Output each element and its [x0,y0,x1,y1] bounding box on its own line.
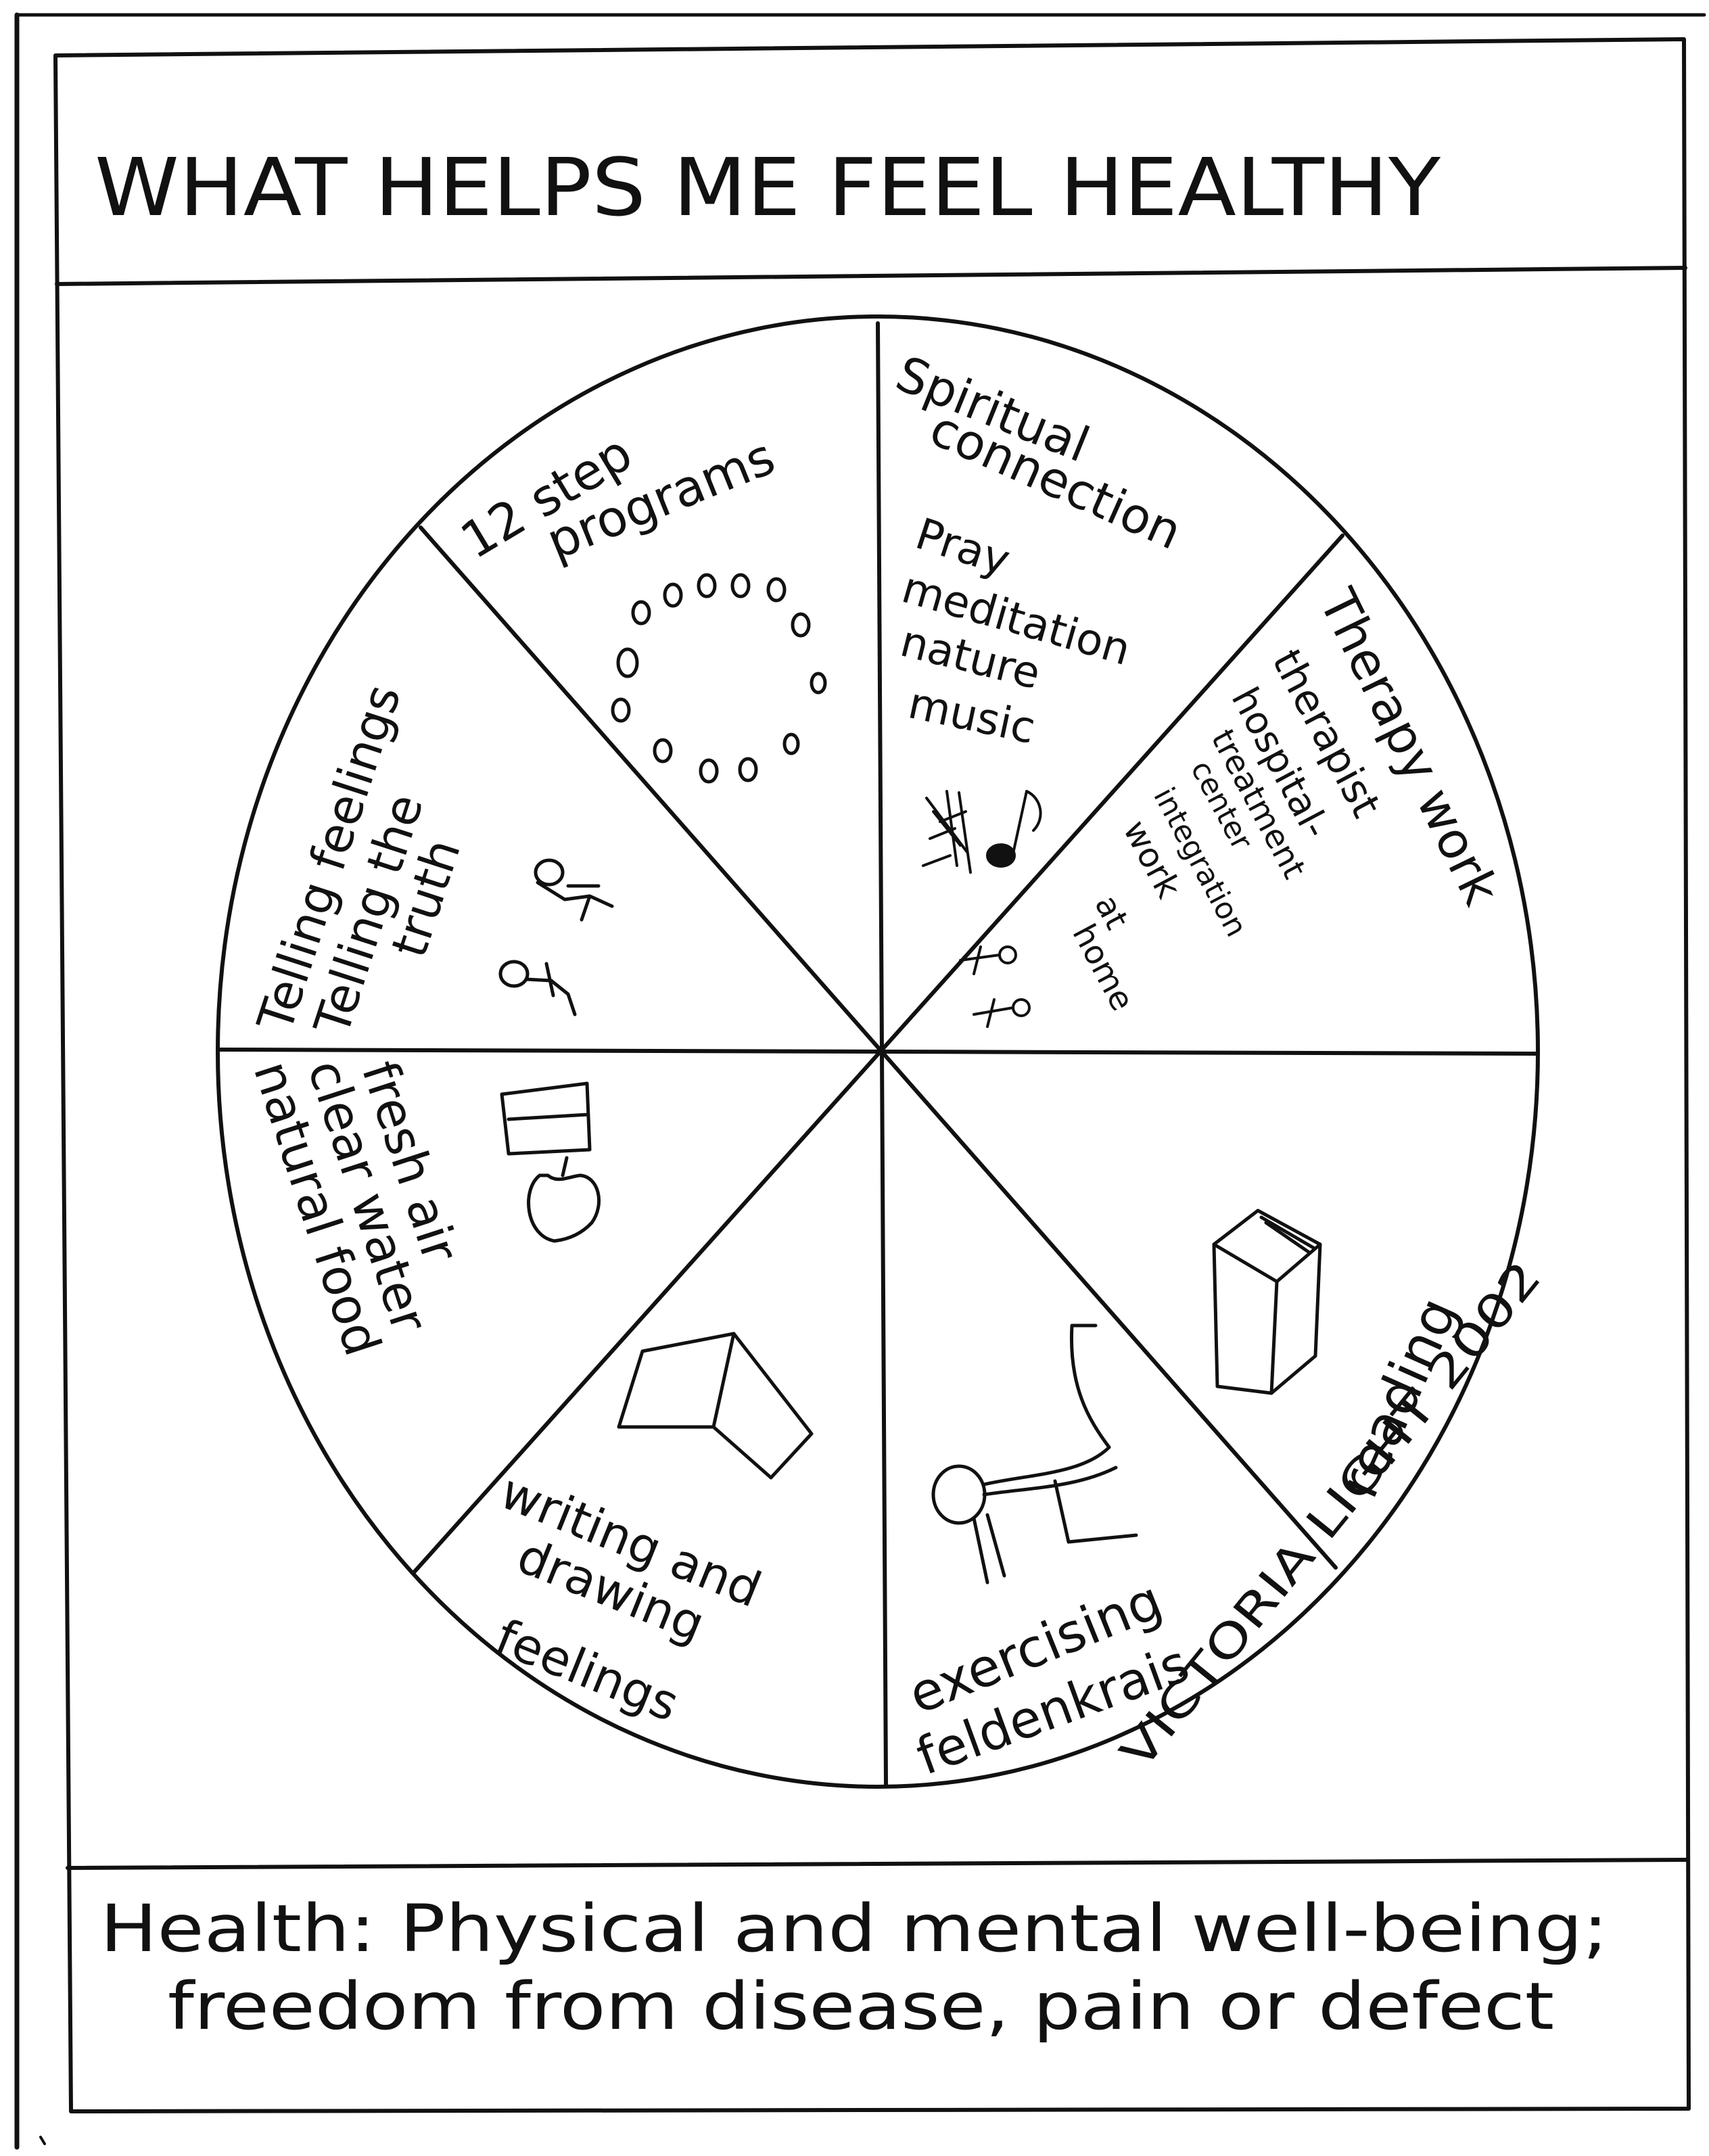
segment-writing: writing and drawing feelings [488,1334,812,1733]
two-small-figures-icon [960,947,1029,1027]
stray-mark [41,2137,45,2144]
segment-therapy-sub-8: home [1064,918,1141,1016]
book-icon [1214,1211,1320,1393]
definition-line-2: freedom from disease, pain or defect [168,1969,1554,2044]
open-notebook-icon [619,1334,812,1478]
glass-and-apple-icon [502,1083,599,1241]
health-wheel [218,317,1538,1787]
segment-spiritual: Spiritual connection Pray meditation nat… [889,345,1190,872]
circle-of-people-icon [613,575,825,782]
segment-twelve-step: 12 step programs [451,424,825,782]
definition-line-1: Health: Physical and mental well-being; [100,1891,1608,1967]
stick-figure-exercising-icon [933,1326,1136,1583]
segment-fresh: fresh air clear water natural food [242,1053,599,1363]
two-talking-figures-icon [500,860,612,1014]
page-title: WHAT HELPS ME FEEL HEALTHY [95,141,1441,234]
plant-and-music-note-icon [923,791,1041,872]
artist-signature: VICTORIA LIGHT 2002 [1110,1251,1552,1779]
segment-telling: Telling feelings Telling the truth [246,678,612,1042]
footer-divider [68,1860,1687,1868]
title-divider [57,268,1685,284]
